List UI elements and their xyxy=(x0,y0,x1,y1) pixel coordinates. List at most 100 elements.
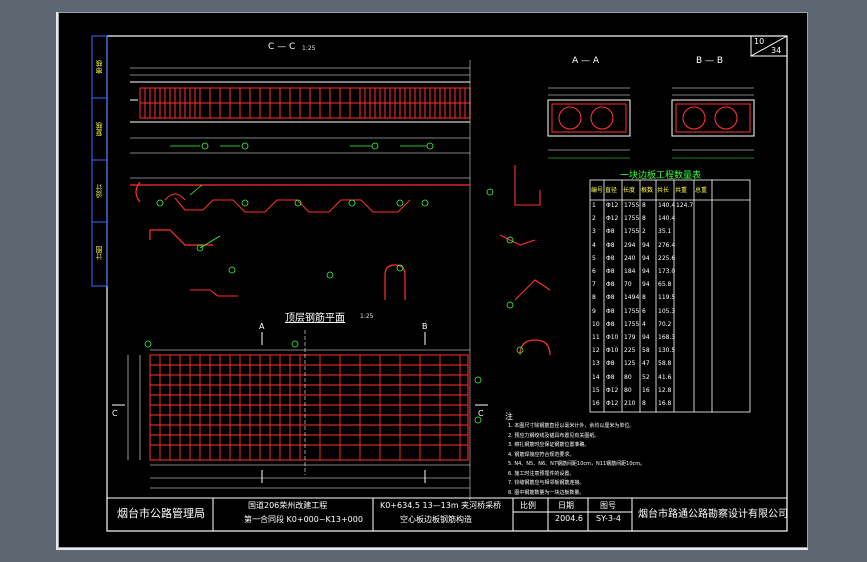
title-block-lines xyxy=(106,497,788,532)
table-cell: Φ12 xyxy=(606,400,619,407)
table-cell: 1755 xyxy=(624,215,640,223)
table-cell: 2 xyxy=(642,228,646,236)
table-cell: 179 xyxy=(624,334,636,341)
side-label-review: 审核 xyxy=(95,60,103,75)
table-header-cell: 共重 xyxy=(675,187,688,194)
table-cell: 1755 xyxy=(624,307,640,315)
table-cell: 8 xyxy=(642,215,646,223)
section-cc-beam xyxy=(130,60,471,500)
table-cell: 8 xyxy=(642,400,646,407)
cross-section-aa xyxy=(547,87,631,159)
table-cell: 70.2 xyxy=(658,320,672,328)
table-cell: 80 xyxy=(624,386,632,394)
table-cell: 2 xyxy=(592,215,596,223)
hook-details xyxy=(486,165,551,356)
note-line: 3. 绑扎钢筋时应保证钢筋位置准确。 xyxy=(508,442,590,448)
section-bb-title: B — B xyxy=(696,56,724,66)
quantity-table-grid xyxy=(589,179,751,413)
table-cell: 13 xyxy=(592,360,600,368)
table-cell: 225.6 xyxy=(658,254,676,262)
marker-c-left: C xyxy=(112,409,118,418)
table-cell: 12 xyxy=(592,347,600,355)
table-cell: 4 xyxy=(642,320,646,328)
table-cell: 173.0 xyxy=(658,268,676,275)
title-block-left-org: 烟台市公路管理局 xyxy=(117,507,205,520)
side-label-design: 设计 xyxy=(95,184,103,199)
cross-section-bb xyxy=(671,87,755,159)
table-cell: 1755 xyxy=(624,228,640,236)
table-cell: 210 xyxy=(624,400,636,407)
table-cell: Φ12 xyxy=(606,202,619,209)
table-cell: Φ12 xyxy=(606,215,619,223)
table-cell: Φ8 xyxy=(606,254,615,262)
table-cell: Φ8 xyxy=(606,281,615,289)
table-cell: 119.5 xyxy=(658,294,676,302)
table-cell: 294 xyxy=(624,241,636,249)
title-block-drawing-no-value: SY-3-4 xyxy=(596,514,621,523)
table-cell: 94 xyxy=(642,254,650,262)
table-cell: 94 xyxy=(642,281,650,289)
table-cell: Φ8 xyxy=(606,228,615,236)
title-block-drawing-2: 空心板边板钢筋构造 xyxy=(400,515,472,524)
title-block-project-1: 国道206荣州改建工程 xyxy=(248,501,328,510)
table-cell: Φ8 xyxy=(606,241,615,249)
section-cc-title: C — C xyxy=(268,42,296,52)
table-cell: 1494 xyxy=(624,294,640,302)
table-cell: Φ12 xyxy=(606,386,619,394)
title-block-drawing-1: K0+634.5 13—13m 夹河桥采桥 xyxy=(380,501,502,510)
side-label-drawing: 计图 xyxy=(95,246,103,261)
table-cell: 6 xyxy=(592,268,596,275)
note-line: 2. 预应力钢绞线及锚具布置见有关图纸。 xyxy=(508,432,600,439)
section-aa-title: A — A xyxy=(572,56,600,66)
table-cell: 4 xyxy=(592,241,596,249)
plan-view xyxy=(112,330,488,489)
table-header-cell: 编号 xyxy=(591,187,604,194)
table-cell: 52 xyxy=(642,373,650,381)
table-cell: 58.8 xyxy=(658,360,672,368)
bent-bar-details xyxy=(130,177,470,300)
table-cell: Φ8 xyxy=(606,360,615,368)
note-line: 1. 本图尺寸除钢筋直径以毫米计外，余均以厘米为单位。 xyxy=(508,423,635,429)
title-block-date-label: 日期 xyxy=(558,501,574,510)
table-cell: 7 xyxy=(592,281,596,289)
table-cell: 5 xyxy=(592,254,596,262)
section-cc-scale: 1:25 xyxy=(302,45,316,52)
table-cell: Φ8 xyxy=(606,268,615,275)
title-block-drawing-no-label: 图号 xyxy=(600,501,616,510)
table-cell: 240 xyxy=(624,254,636,262)
table-cell: 3 xyxy=(592,228,596,236)
table-cell: 58 xyxy=(642,347,650,355)
table-cell: Φ8 xyxy=(606,320,615,328)
title-block-date-value: 2004.6 xyxy=(555,514,583,523)
table-cell: 125 xyxy=(624,360,636,368)
table-cell: 12.8 xyxy=(658,386,672,394)
table-cell: 1755 xyxy=(624,320,640,328)
title-block-scale-label: 比例 xyxy=(520,501,536,510)
table-header-cell: 长度 xyxy=(623,187,636,194)
note-line: 7. 铰缝钢筋应与相邻板钢筋连接。 xyxy=(508,480,585,486)
table-cell: 140.4 xyxy=(658,202,676,209)
marker-c-right: C xyxy=(478,409,484,418)
table-cell: 11 xyxy=(592,334,600,341)
cad-sheet xyxy=(58,12,808,548)
table-cell: 1755 xyxy=(624,202,640,209)
notes-heading: 注 xyxy=(505,412,513,421)
table-header-cell: 直径 xyxy=(605,187,618,194)
table-cell: 140.4 xyxy=(658,215,676,223)
table-cell: 35.1 xyxy=(658,228,672,236)
table-cell: Φ10 xyxy=(606,334,619,341)
table-cell: 225 xyxy=(624,347,636,355)
marker-a-top: A xyxy=(259,322,265,331)
note-line: 5. N4、N5、N6、N7钢筋间距10cm，N11钢筋间距10cm。 xyxy=(508,461,646,467)
table-cell: 94 xyxy=(642,241,650,249)
table-cell: 8 xyxy=(642,294,646,302)
table-cell: 16 xyxy=(642,386,650,394)
table-cell: Φ10 xyxy=(606,347,619,355)
note-line: 8. 图中钢筋数量为一块边板数量。 xyxy=(508,489,585,496)
table-title: 一块边板工程数量表 xyxy=(620,171,702,181)
table-cell: 105.3 xyxy=(658,307,676,315)
sheet-total: 34 xyxy=(771,46,782,55)
table-cell: 65.8 xyxy=(658,281,672,289)
note-line: 6. 施工时注意预埋件的设置。 xyxy=(508,470,575,477)
